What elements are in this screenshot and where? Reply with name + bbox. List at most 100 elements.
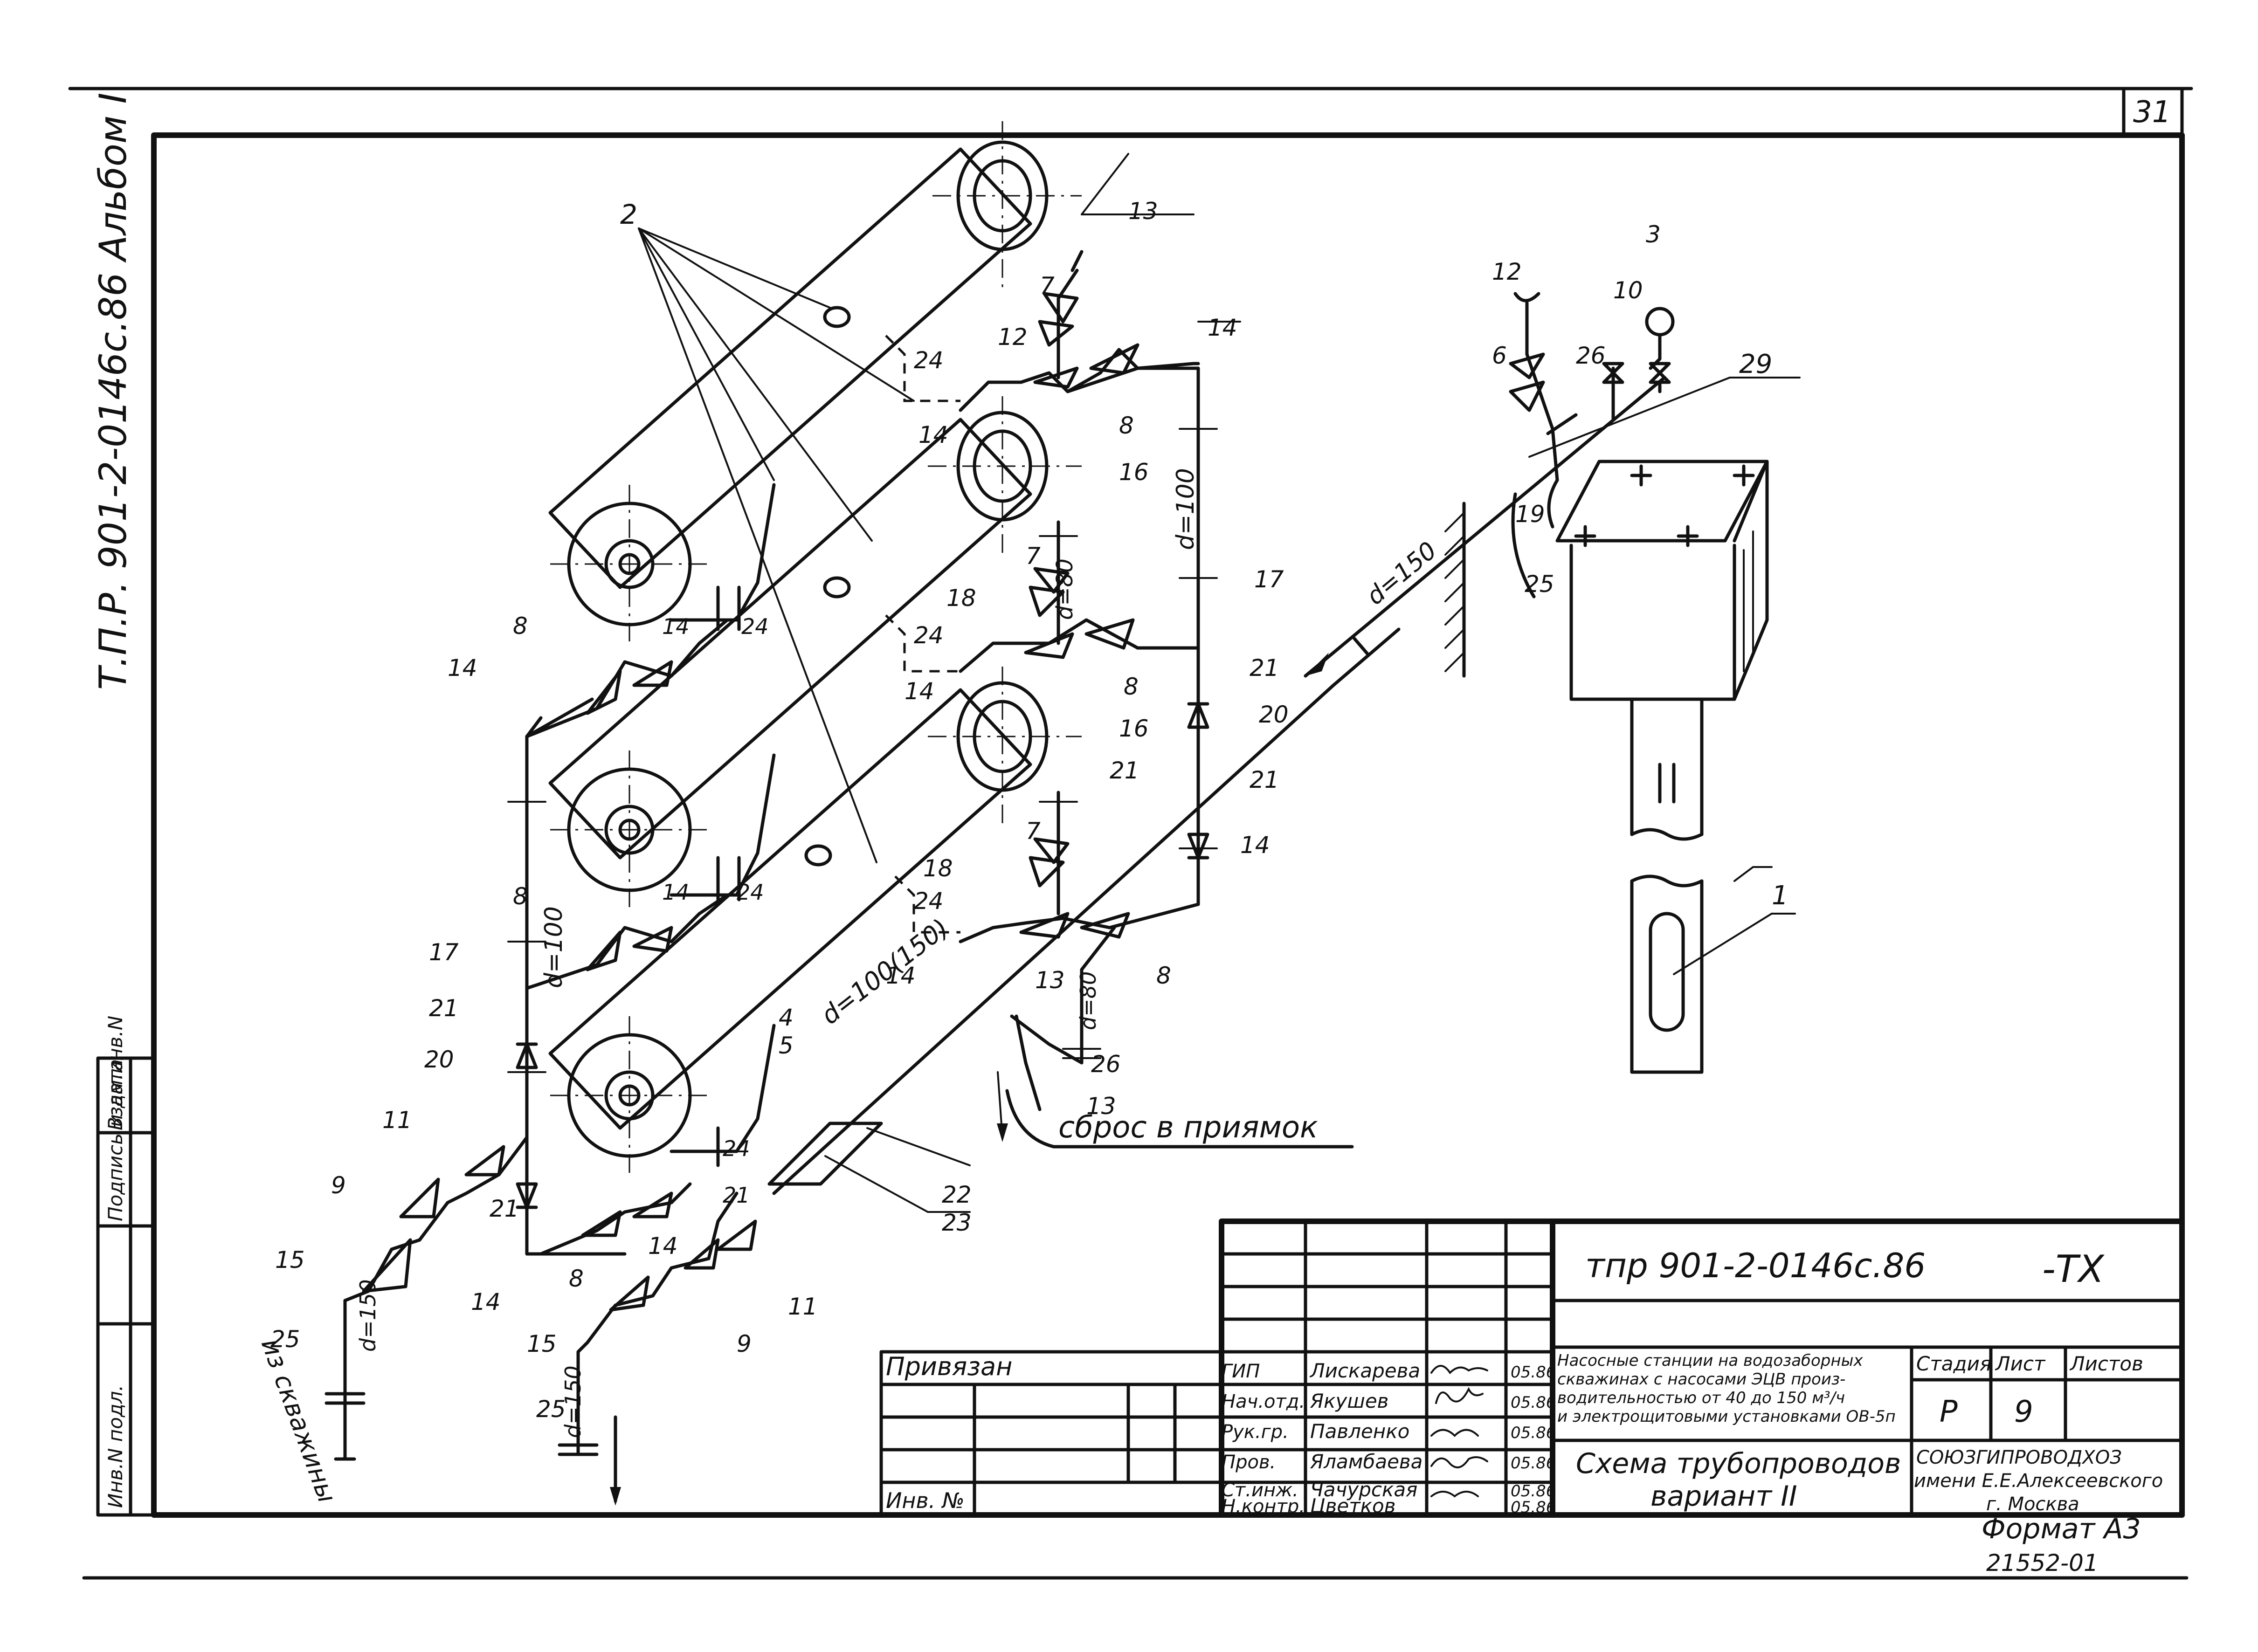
name-4: Чачурская	[1310, 1478, 1417, 1501]
stage-header: Стадия	[1916, 1352, 1991, 1375]
discharge-collector: d=100 d=80 d=80	[885, 250, 1354, 1149]
date-2: 05.86	[1511, 1424, 1556, 1442]
pos-label-8-left-1: 8	[513, 613, 528, 640]
pos-label-14-2: 14	[1208, 314, 1237, 341]
from-wells-note: из скважины	[255, 1335, 342, 1507]
page-number: 31	[2133, 95, 2171, 130]
pos-label-8-1: 8	[1119, 412, 1134, 439]
dim-main-d100-150: d=100(150)	[815, 913, 954, 1030]
name-1: Якушев	[1310, 1390, 1388, 1412]
pos-label-6: 6	[1492, 342, 1507, 369]
pos-label-9-left: 9	[331, 1172, 346, 1199]
pos-label-21-right-2: 21	[1110, 757, 1139, 784]
pos-label-24-pump2: 24	[737, 880, 764, 905]
pump-unit-2	[548, 411, 1049, 909]
pos-label-11-left: 11	[382, 1107, 412, 1134]
inv-no-label: Инв. №	[886, 1488, 965, 1513]
role-3: Пров.	[1222, 1452, 1276, 1473]
date-0: 05.86	[1511, 1363, 1556, 1382]
dim-d80-upper: d=80	[1052, 558, 1078, 620]
pos-label-21-left-1: 21	[429, 995, 459, 1022]
role-5: Н.контр.	[1222, 1496, 1305, 1517]
pos-label-13-mid: 13	[1035, 967, 1065, 994]
role-2: Рук.гр.	[1222, 1421, 1289, 1443]
pos-label-12-mid: 12	[998, 324, 1028, 351]
date-4: 05.86	[1511, 1482, 1556, 1501]
role-4: Ст.инж.	[1222, 1480, 1298, 1501]
sheets-header: Листов	[2069, 1352, 2143, 1375]
description-line-3: и электрощитовыми установками ОВ-5п	[1557, 1407, 1896, 1426]
pos-label-8-2: 8	[1124, 673, 1139, 700]
pos-label-14-1: 14	[918, 421, 948, 448]
dim-inlet-center-d150: d=150	[560, 1365, 586, 1438]
pos-label-21-right-3: 21	[1250, 766, 1279, 793]
title-block: тпр 901-2-0146с.86 -ТХ Привязан Инв. № Г…	[879, 1218, 2185, 1518]
leader-2b	[638, 227, 873, 542]
name-2: Павленко	[1310, 1420, 1409, 1443]
pos-label-14-4: 14	[886, 962, 916, 989]
name-0: Лискарева	[1309, 1359, 1420, 1382]
leader-2a	[638, 227, 831, 309]
organization-line-1: имени Е.Е.Алексеевского	[1914, 1470, 2163, 1492]
pos-label-3: 3	[1646, 221, 1661, 248]
name-3: Яламбаева	[1310, 1450, 1422, 1473]
sheet-title-line-1: вариант II	[1650, 1480, 1797, 1513]
pos-label-25-right: 25	[1525, 571, 1554, 598]
pos-label-7-low: 7	[1026, 818, 1041, 845]
pos-label-16-2: 16	[1119, 715, 1149, 742]
pos-label-25-left: 25	[270, 1326, 300, 1353]
pos-label-11-center: 11	[788, 1293, 818, 1320]
pos-label-16-1: 16	[1119, 459, 1149, 486]
pos-label-22: 22	[942, 1181, 972, 1208]
organization-line-2: г. Москва	[1986, 1494, 2079, 1515]
pos-label-20-right: 20	[1259, 701, 1289, 728]
format-label: Формат А3	[1982, 1513, 2141, 1545]
pos-label-26-right: 26	[1576, 342, 1606, 369]
doc-suffix: -ТХ	[2042, 1247, 2105, 1291]
pos-label-15-left: 15	[275, 1246, 305, 1273]
sheet-title-line-0: Схема трубопроводов	[1576, 1447, 1901, 1480]
pos-label-10: 10	[1613, 277, 1643, 304]
pos-label-8-left-3: 8	[569, 1265, 584, 1292]
pos-label-23: 23	[942, 1209, 972, 1236]
leader-2c	[638, 227, 877, 863]
pos-label-14-center: 14	[648, 1232, 678, 1260]
description-line-0: Насосные станции на водозаборных	[1557, 1351, 1863, 1370]
binding-label: Привязан	[886, 1352, 1012, 1381]
pos-label-24-3: 24	[914, 888, 944, 915]
stage-value: Р	[1940, 1395, 1958, 1429]
pos-label-2: 2	[620, 199, 637, 230]
role-0: ГИП	[1222, 1361, 1260, 1382]
pos-label-8-left-2: 8	[513, 883, 528, 910]
inlet-branch-2: d=150	[558, 1191, 757, 1506]
description-line-1: скважинах с насосами ЭЦВ произ-	[1557, 1370, 1845, 1389]
stamp-sign-date: Подпись и дата	[104, 1059, 127, 1221]
date-3: 05.86	[1511, 1454, 1556, 1473]
pos-label-15-center: 15	[527, 1330, 557, 1357]
pos-label-14-left-low: 14	[471, 1288, 501, 1315]
pos-label-14-left: 14	[448, 654, 477, 681]
pos-label-29: 29	[1739, 349, 1772, 379]
pos-label-17-left: 17	[429, 939, 459, 966]
date-1: 05.86	[1511, 1393, 1556, 1412]
pos-label-21-right-1: 21	[1250, 654, 1279, 681]
name-5: Цветков	[1310, 1494, 1395, 1517]
page-number-box	[2122, 87, 2184, 137]
pos-label-21-left-2: 21	[490, 1195, 519, 1222]
drain-to-pit-note: сброс в приямок	[1058, 1110, 1318, 1145]
pos-label-13-low: 13	[1086, 1093, 1116, 1120]
pos-label-7-mid: 7	[1026, 543, 1041, 570]
stamp-replace-inv: Взам.инв.N	[104, 1016, 127, 1130]
album-caption: Т.П.Р. 901-2-0146с.86 Альбом I	[91, 93, 135, 690]
doc-code: тпр 901-2-0146с.86	[1585, 1246, 1926, 1285]
pos-label-24-pump1: 24	[741, 614, 769, 639]
archive-number: 21552-01	[1986, 1549, 2099, 1576]
pos-label-24-pump3: 24	[723, 1136, 750, 1161]
pos-label-14-3: 14	[905, 678, 934, 705]
sheet-value: 9	[2014, 1395, 2033, 1429]
pos-label-7-top: 7	[1040, 272, 1055, 299]
dim-inlet-left-d150: d=150	[355, 1279, 380, 1352]
pos-label-26-mid: 26	[1091, 1051, 1121, 1078]
date-5: 05.86	[1511, 1498, 1556, 1517]
